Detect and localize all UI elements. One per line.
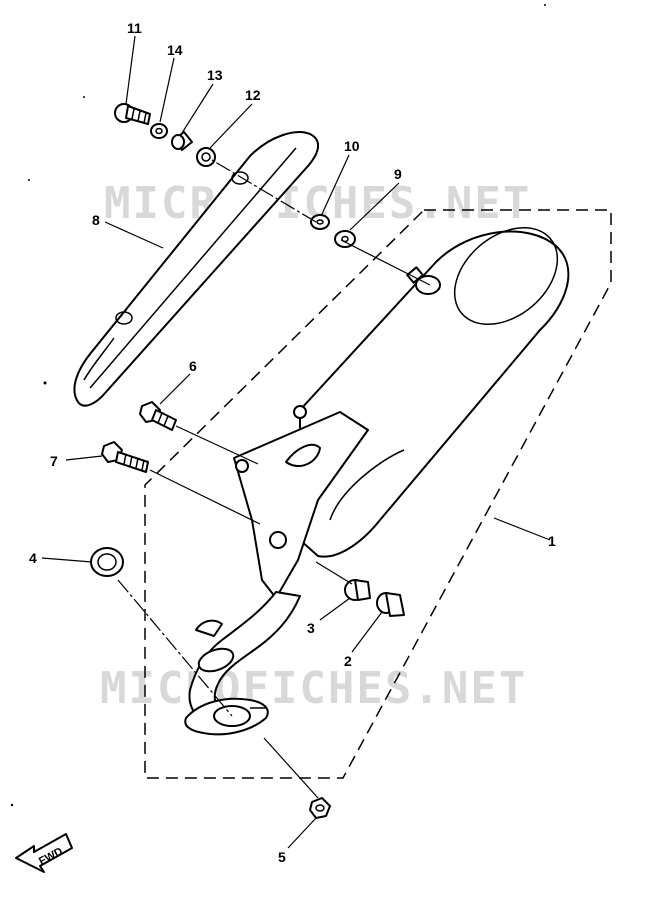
collar-2: [376, 592, 405, 617]
callout-3: 3: [307, 620, 315, 636]
callout-1: 1: [548, 533, 556, 549]
callout-14: 14: [167, 42, 183, 58]
callout-7: 7: [50, 453, 58, 469]
grommet-12: [196, 147, 216, 167]
bolt-7: [101, 441, 149, 473]
callout-6: 6: [189, 358, 197, 374]
exhaust-pipe: [184, 591, 301, 736]
heat-shield: [73, 131, 319, 407]
callout-4: 4: [29, 550, 37, 566]
watermark-bottom: MICROFICHES.NET: [100, 663, 527, 714]
nut-5: [309, 797, 331, 819]
collar-3: [344, 579, 371, 601]
washer-14: [150, 123, 168, 139]
callout-9: 9: [394, 166, 402, 182]
leader-lines: [41, 35, 551, 849]
washer-10: [310, 214, 330, 230]
callout-5: 5: [278, 849, 286, 865]
bolt-11: [114, 103, 151, 125]
washer-9: [334, 230, 356, 248]
callout-13: 13: [207, 67, 223, 83]
callout-12: 12: [245, 87, 261, 103]
muffler-body: [299, 226, 570, 558]
callout-10: 10: [344, 138, 360, 154]
callout-2: 2: [344, 653, 352, 669]
collar-13: [171, 131, 193, 151]
assembly-boundary-1: [144, 209, 612, 779]
forward-arrow-icon: FWD: [15, 833, 73, 873]
mounting-bracket: [233, 405, 369, 599]
bolt-6: [139, 401, 177, 431]
scan-specks: [10, 4, 546, 807]
callout-11: 11: [127, 20, 142, 36]
gasket-4: [90, 547, 124, 577]
callout-8: 8: [92, 212, 100, 228]
